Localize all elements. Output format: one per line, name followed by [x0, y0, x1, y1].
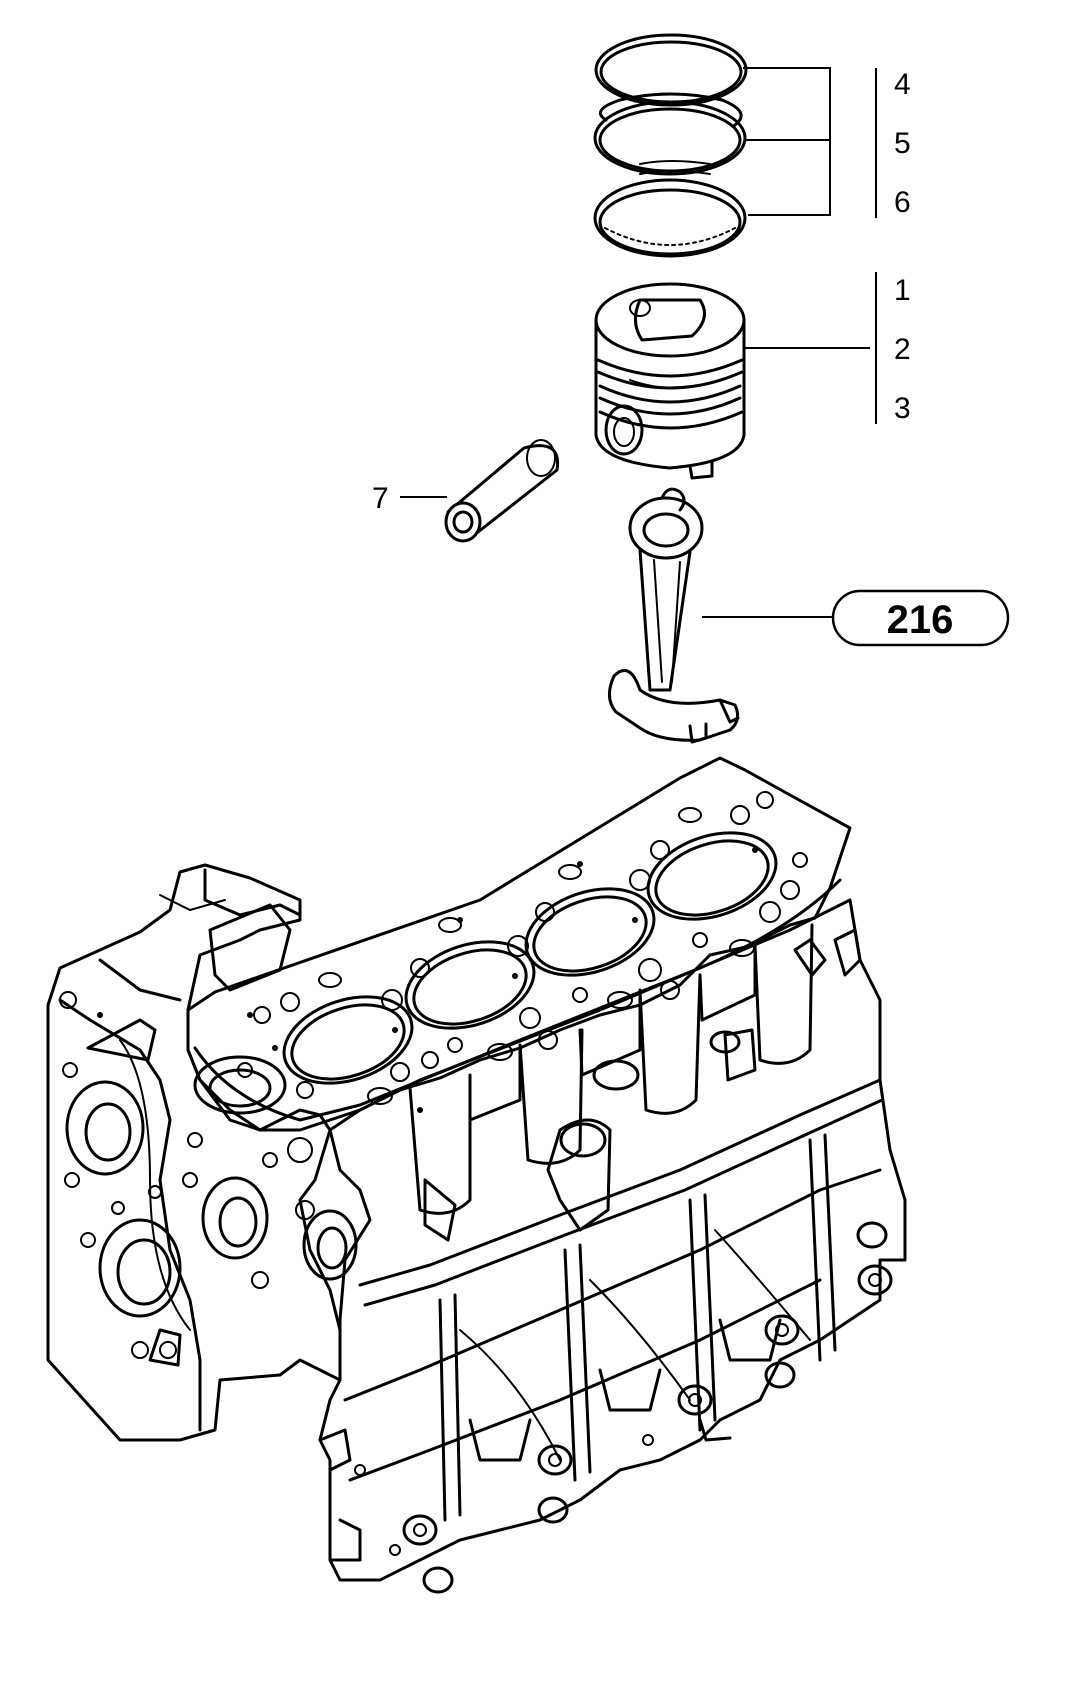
cylinder-block: [46, 756, 907, 1594]
callout-2: 2: [894, 333, 911, 366]
callout-3: 3: [894, 392, 911, 425]
callout-4: 4: [894, 68, 911, 101]
callout-7: 7: [372, 482, 389, 515]
reference-badge[interactable]: 216: [831, 589, 1010, 647]
callout-1: 1: [894, 274, 911, 307]
piston-ring-oil: [593, 170, 747, 258]
piston-pin: [444, 439, 560, 543]
leader-lines: [400, 67, 877, 618]
callout-6: 6: [894, 186, 911, 219]
callout-labels: 4 5 6 1 2 3 7: [372, 68, 911, 515]
callout-5: 5: [894, 127, 911, 160]
connecting-rod: [608, 487, 740, 744]
piston: [594, 282, 746, 480]
reference-badge-label: 216: [887, 598, 954, 642]
